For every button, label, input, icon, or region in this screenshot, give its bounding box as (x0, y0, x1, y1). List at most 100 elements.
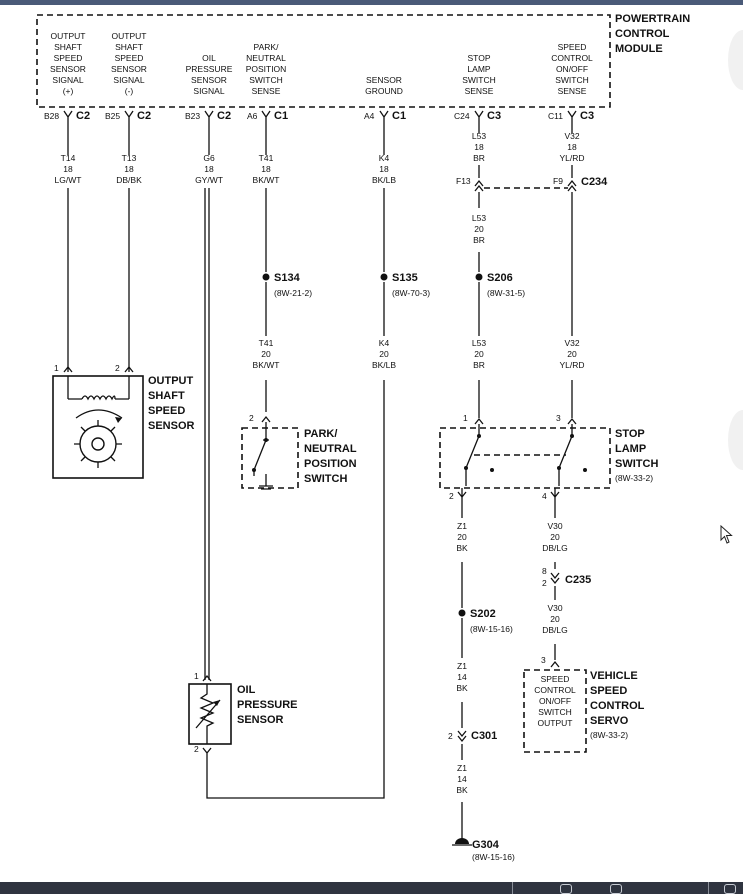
svg-text:GY/WT: GY/WT (195, 175, 223, 185)
svg-text:C234: C234 (581, 176, 608, 188)
svg-text:SPEED: SPEED (541, 674, 570, 684)
svg-text:(-): (-) (125, 86, 134, 96)
svg-text:C235: C235 (565, 574, 591, 586)
stop-lamp-switch (439, 427, 611, 489)
svg-text:V32: V32 (564, 131, 579, 141)
svg-text:SWITCH: SWITCH (538, 707, 572, 717)
pcm-pin-0-label: OUTPUT SHAFT SPEED SENSOR SIGNAL (+) (50, 31, 86, 96)
svg-text:OIL: OIL (237, 684, 256, 696)
svg-text:C2: C2 (217, 110, 231, 122)
svg-text:SPEED: SPEED (558, 42, 587, 52)
svg-text:L53: L53 (472, 338, 486, 348)
pcm-title-2: CONTROL (615, 28, 670, 40)
svg-text:S202: S202 (470, 608, 496, 620)
window-bottom-bar (0, 882, 743, 894)
svg-text:DB/BK: DB/BK (116, 175, 142, 185)
svg-text:T41: T41 (259, 338, 274, 348)
svg-text:POSITION: POSITION (304, 458, 357, 470)
svg-text:ON/OFF: ON/OFF (539, 696, 571, 706)
svg-text:20: 20 (379, 349, 389, 359)
svg-text:T13: T13 (122, 153, 137, 163)
pnp-title: PARK/ NEUTRAL POSITION SWITCH (304, 428, 357, 485)
svg-text:2: 2 (249, 413, 254, 423)
svg-text:(8W-31-5): (8W-31-5) (487, 288, 525, 298)
svg-text:POSITION: POSITION (246, 64, 287, 74)
wire-label-t41b: T41 20 BK/WT (253, 338, 280, 370)
svg-text:BK: BK (456, 785, 468, 795)
oss-title: OUTPUT SHAFT SPEED SENSOR (148, 375, 195, 432)
wire-label-k4b: K4 20 BK/LB (372, 338, 396, 370)
svg-text:BK/WT: BK/WT (253, 175, 280, 185)
svg-text:SENSOR: SENSOR (50, 64, 86, 74)
pcm-pin-3-label: PARK/ NEUTRAL POSITION SWITCH SENSE (246, 42, 287, 96)
svg-text:SIGNAL: SIGNAL (52, 75, 83, 85)
svg-text:SIGNAL: SIGNAL (193, 86, 224, 96)
svg-text:BK: BK (456, 543, 468, 553)
svg-text:SENSE: SENSE (252, 86, 281, 96)
sensor-ground-return (206, 388, 385, 799)
svg-text:OUTPUT: OUTPUT (51, 31, 86, 41)
svg-text:18: 18 (567, 142, 577, 152)
svg-text:SIGNAL: SIGNAL (113, 75, 144, 85)
svg-text:DB/LG: DB/LG (542, 625, 568, 635)
svg-text:BK/LB: BK/LB (372, 360, 396, 370)
svg-text:V30: V30 (547, 603, 562, 613)
stop-title: STOP LAMP SWITCH (8W-33-2) (615, 428, 658, 483)
svg-text:1: 1 (463, 413, 468, 423)
svg-text:SWITCH: SWITCH (555, 75, 589, 85)
svg-text:18: 18 (379, 164, 389, 174)
svg-text:YL/RD: YL/RD (559, 153, 584, 163)
splice-s206 (475, 273, 483, 281)
svg-text:NEUTRAL: NEUTRAL (246, 53, 286, 63)
wire-label-t14: T14 18 LG/WT (55, 153, 82, 185)
svg-text:CONTROL: CONTROL (534, 685, 576, 695)
svg-text:LAMP: LAMP (467, 64, 490, 74)
svg-text:1: 1 (194, 671, 199, 681)
svg-text:ON/OFF: ON/OFF (556, 64, 588, 74)
svg-text:OUTPUT: OUTPUT (148, 375, 194, 387)
svg-text:18: 18 (204, 164, 214, 174)
svg-text:NEUTRAL: NEUTRAL (304, 443, 357, 455)
svg-text:G6: G6 (203, 153, 215, 163)
svg-text:OIL: OIL (202, 53, 216, 63)
svg-text:3: 3 (541, 655, 546, 665)
svg-text:B23: B23 (185, 111, 200, 121)
svg-text:(+): (+) (63, 86, 74, 96)
toolbar-icon[interactable] (560, 884, 572, 894)
svg-text:F13: F13 (456, 176, 471, 186)
svg-text:OUTPUT: OUTPUT (538, 718, 573, 728)
wire-label-v32b: V32 20 YL/RD (559, 338, 584, 370)
svg-text:PRESSURE: PRESSURE (237, 699, 298, 711)
svg-text:Z1: Z1 (457, 521, 467, 531)
window-top-bar (0, 0, 743, 5)
svg-text:SPEED: SPEED (115, 53, 144, 63)
svg-text:C1: C1 (392, 110, 406, 122)
svg-text:18: 18 (474, 142, 484, 152)
svg-text:SPEED: SPEED (54, 53, 83, 63)
svg-text:S134: S134 (274, 272, 301, 284)
sensor-coil-icon (81, 395, 116, 401)
svg-text:T14: T14 (61, 153, 76, 163)
svg-text:20: 20 (457, 532, 467, 542)
svg-text:PARK/: PARK/ (254, 42, 280, 52)
svg-text:BK: BK (456, 683, 468, 693)
wire-label-z1a: Z1 20 BK (456, 521, 468, 553)
svg-text:18: 18 (124, 164, 134, 174)
ground-g304-icon (452, 838, 472, 846)
pcm-pin-1-label: OUTPUT SHAFT SPEED SENSOR SIGNAL (-) (111, 31, 147, 96)
pcm-title-1: POWERTRAIN (615, 13, 690, 25)
svg-text:SENSOR: SENSOR (237, 714, 284, 726)
pcm-cavities: B28 C2 B25 C2 B23 C2 A6 C1 A4 C1 C24 C3 … (44, 110, 594, 123)
wire-label-t41a: T41 18 BK/WT (253, 153, 280, 185)
svg-text:C2: C2 (76, 110, 90, 122)
svg-text:SENSOR: SENSOR (111, 64, 147, 74)
svg-text:20: 20 (567, 349, 577, 359)
svg-text:V32: V32 (564, 338, 579, 348)
svg-text:20: 20 (474, 224, 484, 234)
toolbar-icon[interactable] (724, 884, 736, 894)
svg-text:CONTROL: CONTROL (551, 53, 593, 63)
svg-text:SERVO: SERVO (590, 715, 629, 727)
svg-text:SWITCH: SWITCH (615, 458, 658, 470)
svg-text:A4: A4 (364, 111, 375, 121)
toolbar-icon[interactable] (610, 884, 622, 894)
